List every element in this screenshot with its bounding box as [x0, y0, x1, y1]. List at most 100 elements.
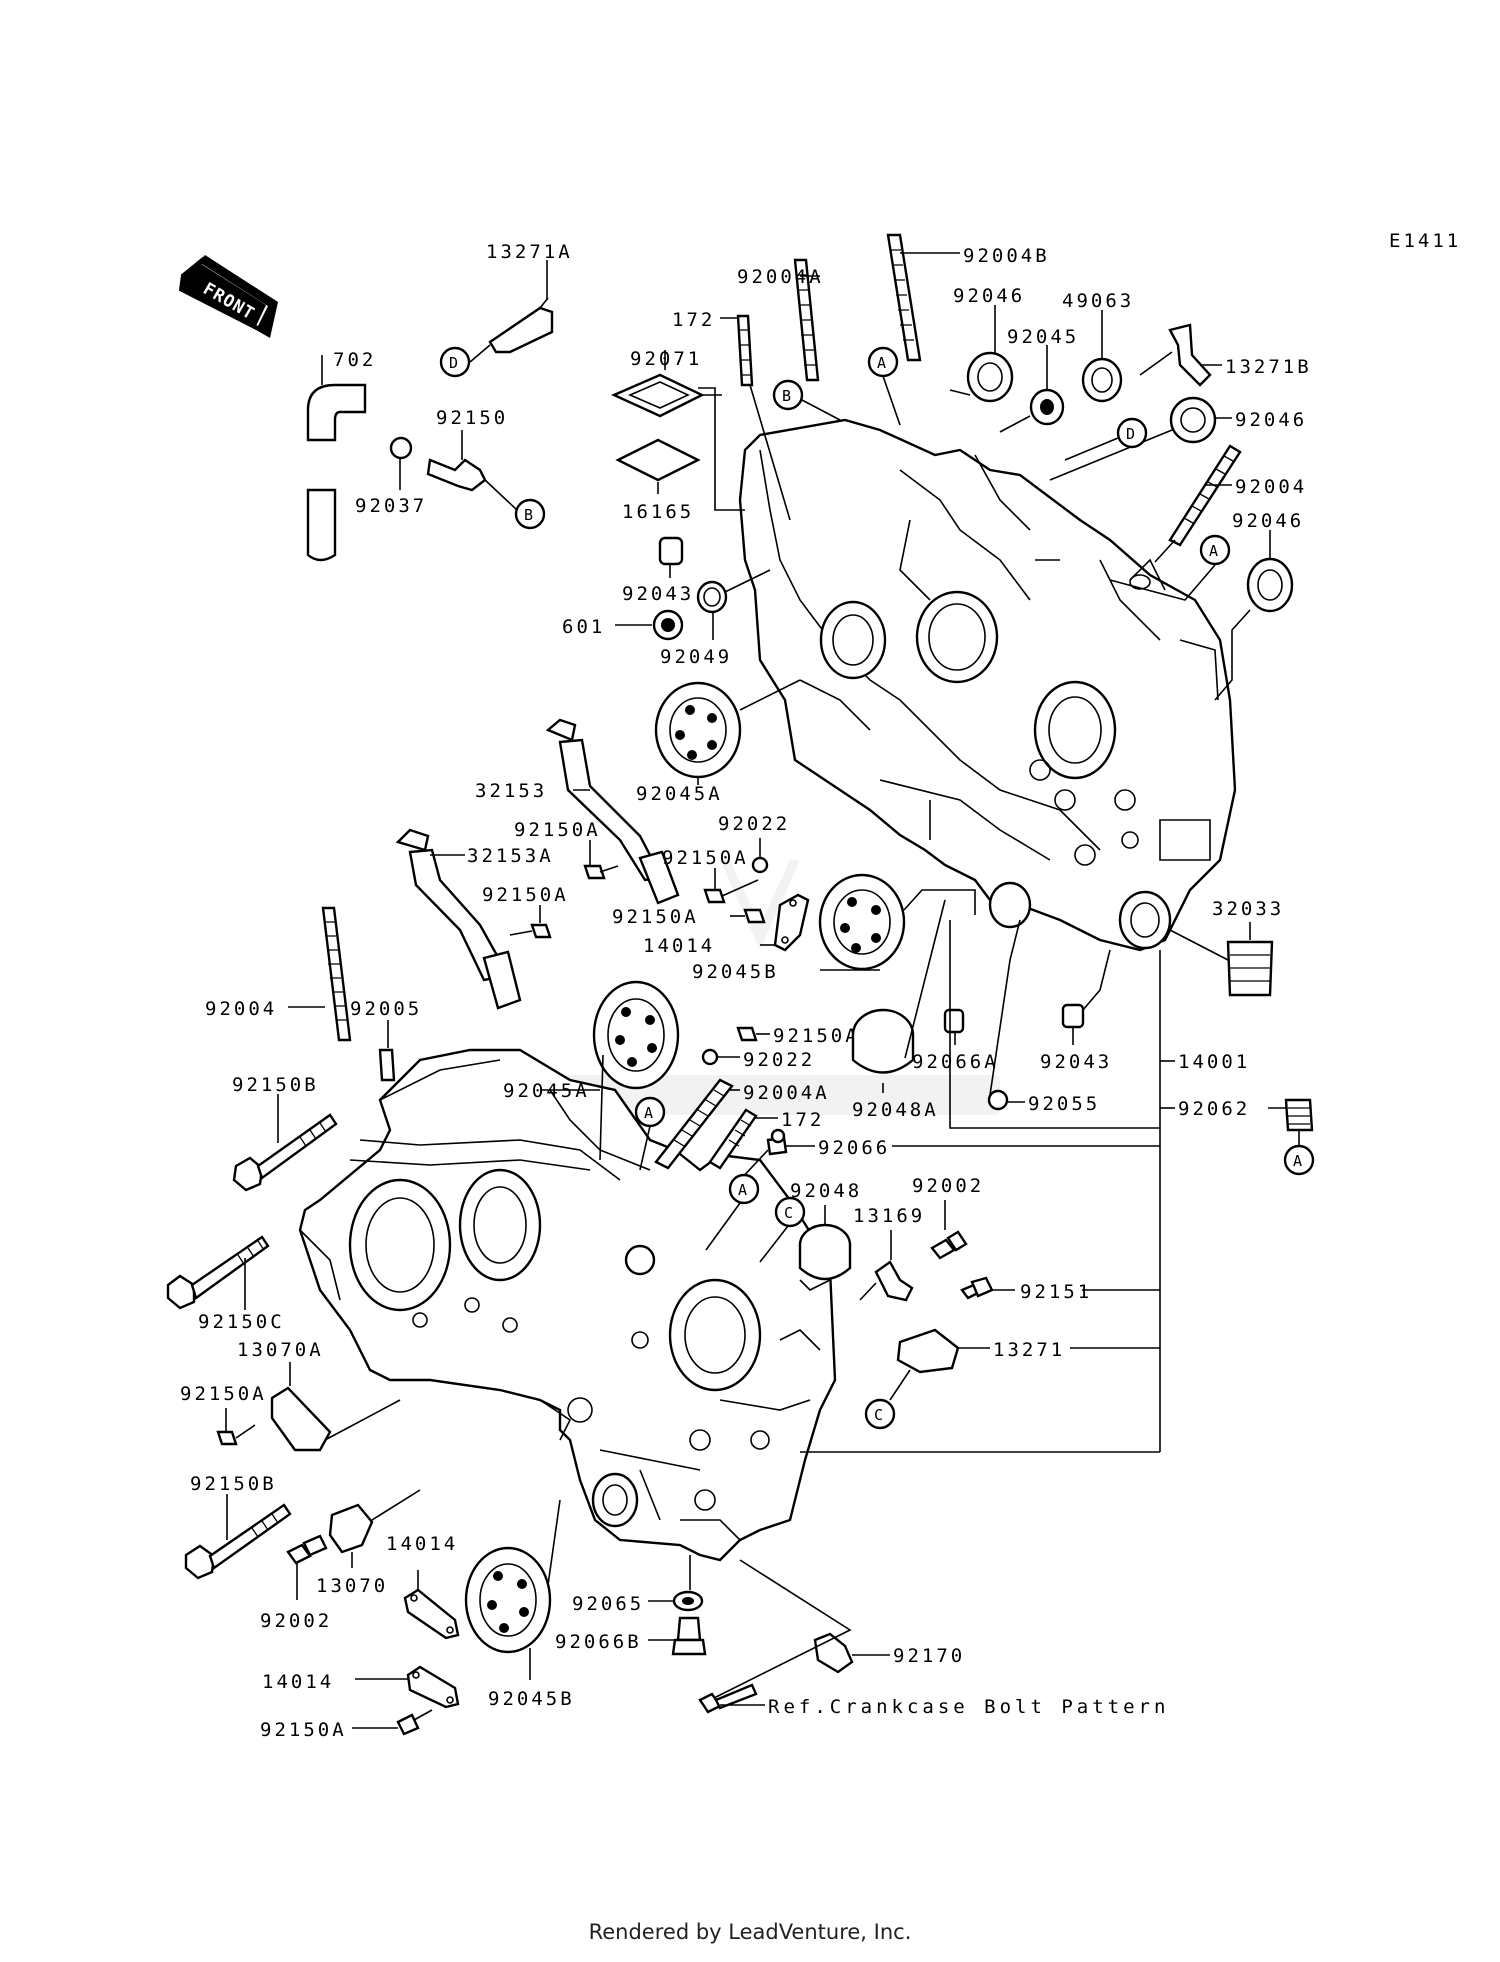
- stud-92004-right: [1168, 444, 1242, 547]
- label-92037: 92037: [355, 495, 427, 517]
- plate-14014-bottom: [406, 1665, 460, 1709]
- washer-92022-top: [751, 856, 769, 874]
- label-13271B: 13271B: [1225, 356, 1312, 378]
- right-crankcase-half: [738, 418, 1237, 952]
- bearing-92046-c: [1246, 557, 1294, 613]
- label-13271: 13271: [993, 1339, 1065, 1361]
- bearing-49063: [1081, 357, 1123, 403]
- bracket-13169: [874, 1260, 914, 1302]
- stud-172-mid: [708, 1108, 758, 1170]
- bearing-92046-a: [966, 351, 1014, 403]
- label-92150C: 92150C: [198, 1311, 285, 1333]
- label-13169: 13169: [853, 1205, 925, 1227]
- plug-92066B: [671, 1616, 707, 1656]
- label-32153A: 32153A: [467, 845, 554, 867]
- label-32033: 32033: [1212, 898, 1284, 920]
- label-92150: 92150: [436, 407, 508, 429]
- label-92046-b: 92046: [1235, 409, 1307, 431]
- svg-text:A: A: [1209, 542, 1218, 560]
- bolt-92150A-6: [216, 1424, 256, 1446]
- label-92150B-bottom: 92150B: [190, 1473, 277, 1495]
- svg-text:A: A: [644, 1104, 653, 1122]
- label-92150A-6: 92150A: [180, 1383, 267, 1405]
- label-92022-mid: 92022: [743, 1049, 815, 1071]
- label-92004-right: 92004: [1235, 476, 1307, 498]
- filter-16165: [615, 438, 701, 482]
- svg-text:A: A: [877, 354, 886, 372]
- bolt-92150A-3: [703, 879, 759, 904]
- callout-d-left: [439, 346, 471, 378]
- label-702: 702: [333, 349, 376, 371]
- stud-92004A-top: [793, 258, 820, 382]
- label-92045A-mid: 92045A: [503, 1080, 590, 1102]
- bolt-92150A-5: [736, 1026, 770, 1042]
- assembly-bracket-14001: [800, 920, 1175, 1453]
- label-92049: 92049: [660, 646, 732, 668]
- nipple-92005: [378, 1048, 396, 1082]
- bolt-92150A-7: [396, 1709, 433, 1736]
- label-49063: 49063: [1062, 290, 1134, 312]
- callout-c-mid: [774, 1196, 806, 1228]
- ring-92048: [798, 1223, 852, 1281]
- bolt-92150B-top: [232, 1113, 338, 1192]
- bolt-92150A-4: [743, 908, 766, 924]
- oring-92055: [987, 1089, 1009, 1111]
- bearing-92046-b: [1169, 396, 1217, 444]
- label-16165: 16165: [622, 501, 694, 523]
- label-92150A-4: 92150A: [612, 906, 699, 928]
- label-92150B-top: 92150B: [232, 1074, 319, 1096]
- bearing-92045B-top: [818, 873, 906, 971]
- svg-text:D: D: [449, 354, 458, 372]
- label-92066: 92066: [818, 1137, 890, 1159]
- svg-text:B: B: [524, 506, 533, 524]
- label-172-top: 172: [672, 309, 715, 331]
- label-92150A-5: 92150A: [773, 1025, 860, 1047]
- label-92046-a: 92046: [953, 285, 1025, 307]
- cover-13271: [896, 1328, 960, 1374]
- callout-a-plug: [1283, 1144, 1315, 1176]
- bearing-92045B-bottom: [464, 1546, 552, 1654]
- label-92022-top: 92022: [718, 813, 790, 835]
- clamp-92170: [813, 1632, 854, 1674]
- label-92045B-bottom: 92045B: [488, 1688, 575, 1710]
- fitting-32033: [1226, 940, 1274, 997]
- oil-pipe-32153: [545, 718, 680, 905]
- label-92045B-top: 92045B: [692, 961, 779, 983]
- callout-b-case: [772, 379, 804, 411]
- plug-92062: [1284, 1098, 1314, 1132]
- bolt-92150A-1: [583, 864, 619, 880]
- bolt-92151: [960, 1276, 994, 1300]
- dowel-92066A: [943, 1008, 965, 1034]
- clip-92037: [389, 436, 413, 460]
- label-92150A-2: 92150A: [482, 884, 569, 906]
- svg-text:D: D: [1126, 425, 1135, 443]
- label-13070A: 13070A: [237, 1339, 324, 1361]
- label-172-mid: 172: [781, 1109, 824, 1131]
- callout-a-right: [1199, 534, 1231, 566]
- front-arrow-icon: FRONT: [178, 255, 278, 338]
- label-92150A-1: 92150A: [514, 819, 601, 841]
- stud-172-top: [736, 314, 754, 387]
- label-13070: 13070: [316, 1575, 388, 1597]
- svg-text:C: C: [874, 1406, 883, 1424]
- callout-a-lower: [728, 1173, 760, 1205]
- label-92004-left: 92004: [205, 998, 277, 1020]
- ring-92048A: [851, 1008, 915, 1074]
- stud-92004-left: [321, 906, 352, 1042]
- bracket-13271B: [1168, 323, 1212, 387]
- fitting-92150: [426, 430, 518, 511]
- label-92002-right: 92002: [912, 1175, 984, 1197]
- label-92071: 92071: [630, 348, 702, 370]
- svg-text:B: B: [782, 387, 791, 405]
- label-92005: 92005: [350, 998, 422, 1020]
- label-14014-top: 14014: [643, 935, 715, 957]
- callout-d-top: [1116, 417, 1148, 449]
- label-92151: 92151: [1020, 1281, 1092, 1303]
- label-92065: 92065: [572, 1593, 644, 1615]
- plate-13070A: [270, 1386, 332, 1452]
- label-92048: 92048: [790, 1180, 862, 1202]
- stud-92004B: [886, 233, 922, 362]
- footer-credit: Rendered by LeadVenture, Inc.: [588, 1920, 912, 1944]
- svg-text:C: C: [784, 1204, 793, 1222]
